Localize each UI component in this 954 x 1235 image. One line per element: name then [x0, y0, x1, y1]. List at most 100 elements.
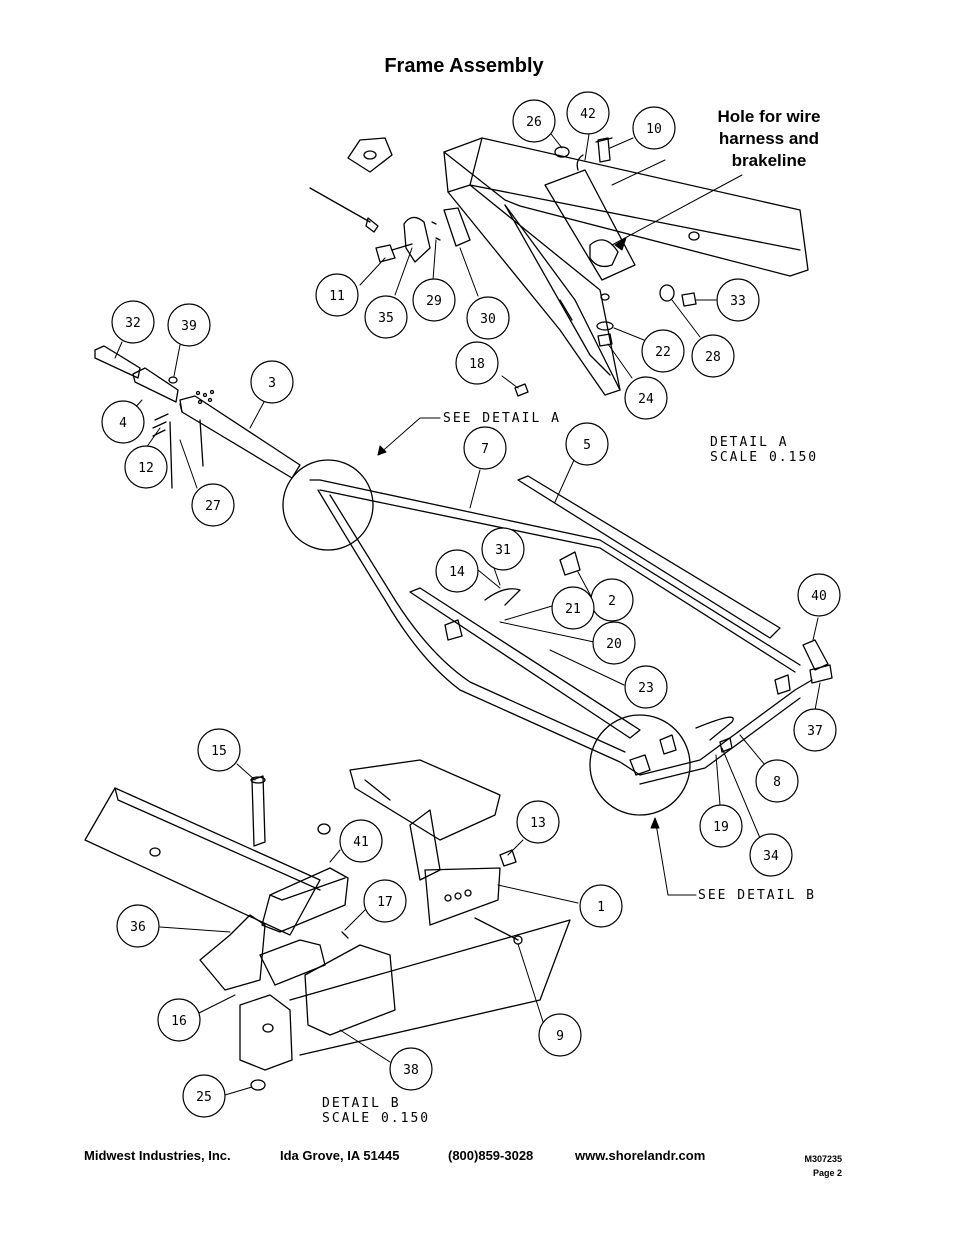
callout-number-1: 1 — [597, 900, 605, 915]
detail-b-title: DETAIL B — [322, 1096, 401, 1111]
callout-circle-20 — [592, 621, 636, 665]
page-title: Frame Assembly — [384, 55, 544, 77]
callout-number-35: 35 — [378, 311, 394, 326]
callout-circle-35 — [364, 295, 408, 339]
callout-circle-4 — [101, 400, 145, 444]
see-detail-a-label: SEE DETAIL A — [443, 411, 561, 426]
callout-circle-32 — [111, 300, 155, 344]
callout-circle-3 — [250, 360, 294, 404]
callout-number-30: 30 — [480, 312, 496, 327]
callout-circle-25 — [182, 1074, 226, 1118]
callout-circle-17 — [363, 879, 407, 923]
callout-circle-28 — [691, 334, 735, 378]
callout-circle-19 — [699, 804, 743, 848]
callout-number-10: 10 — [646, 122, 662, 137]
callout-number-31: 31 — [495, 543, 511, 558]
callout-number-37: 37 — [807, 724, 823, 739]
callout-circle-24 — [624, 376, 668, 420]
callout-circle-36 — [116, 904, 160, 948]
detail-b-scale: SCALE 0.150 — [322, 1111, 430, 1126]
callout-number-12: 12 — [138, 461, 154, 476]
callout-circle-13 — [516, 800, 560, 844]
callout-number-39: 39 — [181, 319, 197, 334]
tongue-assembly-drawing — [443, 137, 809, 396]
callout-number-41: 41 — [353, 835, 369, 850]
footer-company: Midwest Industries, Inc. — [84, 1148, 231, 1163]
callout-number-11: 11 — [329, 289, 345, 304]
note-line-1: Hole for wire — [717, 107, 821, 126]
callout-number-28: 28 — [705, 350, 721, 365]
callout-number-16: 16 — [171, 1014, 187, 1029]
callout-number-9: 9 — [556, 1029, 564, 1044]
see-detail-arrows — [377, 174, 743, 896]
callout-number-26: 26 — [526, 115, 542, 130]
callout-circle-15 — [197, 728, 241, 772]
callout-circle-16 — [157, 998, 201, 1042]
callout-circle-33 — [716, 278, 760, 322]
footer-website-link[interactable]: www.shorelandr.com — [575, 1148, 706, 1163]
main-frame-drawing — [309, 475, 833, 785]
callout-number-2: 2 — [608, 594, 616, 609]
callout-number-17: 17 — [377, 895, 393, 910]
callout-number-36: 36 — [130, 920, 146, 935]
callout-circle-18 — [455, 341, 499, 385]
detail-a-circle — [282, 459, 374, 551]
callout-circle-34 — [749, 833, 793, 877]
callout-circle-7 — [463, 426, 507, 470]
callout-circle-40 — [797, 573, 841, 617]
callout-number-25: 25 — [196, 1090, 212, 1105]
callout-circle-31 — [481, 527, 525, 571]
note-line-3: brakeline — [731, 151, 807, 170]
callout-circle-27 — [191, 483, 235, 527]
callout-circle-8 — [755, 759, 799, 803]
callout-number-33: 33 — [730, 294, 746, 309]
callout-number-29: 29 — [426, 294, 442, 309]
callout-circle-1 — [579, 884, 623, 928]
callout-number-32: 32 — [125, 316, 141, 331]
callout-number-22: 22 — [655, 345, 671, 360]
callout-number-13: 13 — [530, 816, 546, 831]
detail-a-scale: SCALE 0.150 — [710, 450, 818, 465]
page-number: Page 2 — [812, 1168, 842, 1178]
callout-number-42: 42 — [580, 107, 596, 122]
detail-a-title: DETAIL A — [710, 435, 789, 450]
callout-number-20: 20 — [606, 637, 622, 652]
callout-circle-11 — [315, 273, 359, 317]
detail-b-drawing — [84, 759, 571, 1091]
callout-circle-38 — [389, 1047, 433, 1091]
callout-number-14: 14 — [449, 565, 465, 580]
callout-number-3: 3 — [268, 376, 276, 391]
callout-circle-29 — [412, 278, 456, 322]
callout-number-40: 40 — [811, 589, 827, 604]
callout-number-21: 21 — [565, 602, 581, 617]
callout-circle-5 — [565, 422, 609, 466]
callout-leaders — [114, 127, 821, 1096]
callout-number-18: 18 — [469, 357, 485, 372]
callout-circle-41 — [339, 819, 383, 863]
callout-number-5: 5 — [583, 438, 591, 453]
callout-number-8: 8 — [773, 775, 781, 790]
callout-number-19: 19 — [713, 820, 729, 835]
callout-number-23: 23 — [638, 681, 654, 696]
see-detail-b-label: SEE DETAIL B — [698, 888, 816, 903]
doc-number-block: M307235 Page 2 — [790, 1152, 842, 1180]
callout-number-24: 24 — [638, 392, 654, 407]
wire-hole-note: Hole for wire harness and brakeline — [696, 106, 842, 172]
footer-phone: (800)859-3028 — [448, 1148, 534, 1163]
callout-circle-23 — [624, 665, 668, 709]
callout-circle-12 — [124, 445, 168, 489]
detail-b-circle — [589, 714, 691, 816]
callout-number-27: 27 — [205, 499, 221, 514]
callout-number-4: 4 — [119, 416, 127, 431]
callout-circle-26 — [512, 99, 556, 143]
callout-circle-22 — [641, 329, 685, 373]
tongue-hardware-drawings — [309, 137, 697, 397]
callout-circle-39 — [167, 303, 211, 347]
callout-circle-14 — [435, 549, 479, 593]
callout-number-38: 38 — [403, 1063, 419, 1078]
note-line-2: harness and — [718, 129, 820, 148]
callout-circle-42 — [566, 91, 610, 135]
